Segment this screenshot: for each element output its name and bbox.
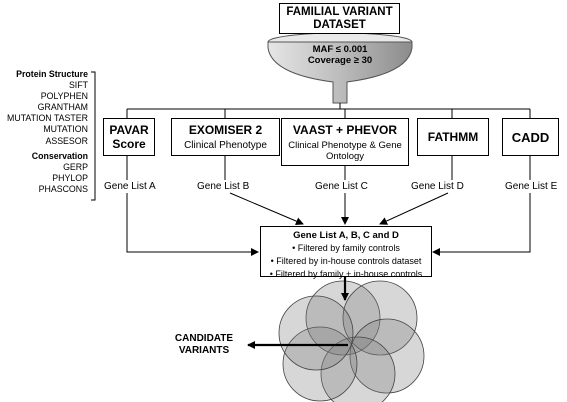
conservation-item: PHYLOP <box>52 172 88 183</box>
gene-list-summary-box: Gene List A, B, C and D • Filtered by fa… <box>260 226 432 279</box>
tool-connectors <box>126 156 531 180</box>
sidebar-bracket <box>91 71 96 201</box>
tool-box-fathmm: FATHMM <box>417 118 489 156</box>
conservation-item: PHASCONS <box>38 183 88 194</box>
summary-filter-item: • Filtered by family + in-house controls <box>269 269 423 279</box>
candidate-variants-label: CANDIDATE VARIANTS <box>164 333 244 357</box>
protein-item: SIFT <box>68 80 88 91</box>
tool-name: EXOMISER 2 <box>188 123 263 137</box>
protein-structure-heading: Protein Structure <box>16 69 88 79</box>
tool-box-cadd: CADD <box>502 118 559 156</box>
gene-list-label-a: Gene List A <box>104 181 156 192</box>
tool-box-vaast-phevor: VAAST + PHEVOR Clinical Phenotype & Gene… <box>281 118 409 166</box>
summary-filter-item: • Filtered by family controls <box>292 243 400 253</box>
protein-item: POLYPHEN <box>40 91 88 102</box>
tool-box-pavar: PAVAR Score <box>103 118 155 156</box>
protein-item: GRANTHAM <box>37 102 88 113</box>
sidebar-legend: Protein Structure SIFT POLYPHEN GRANTHAM… <box>0 69 88 195</box>
funnel-maf-label: MAF ≤ 0.001 <box>312 44 368 55</box>
gene-list-arrows <box>126 192 531 256</box>
tool-name: CADD <box>511 129 550 145</box>
tool-subtitle: Clinical Phenotype & Gene Ontology <box>288 139 402 162</box>
protein-item: MUTATION TASTER <box>7 113 88 124</box>
gene-list-label-b: Gene List B <box>197 181 250 192</box>
tool-name: VAAST + PHEVOR <box>292 122 398 137</box>
candidate-line1: CANDIDATE <box>174 333 234 344</box>
tool-subtitle: Clinical Phenotype <box>184 140 267 151</box>
gene-list-label-e: Gene List E <box>505 181 558 192</box>
gene-list-label-c: Gene List C <box>315 181 368 192</box>
summary-filter-text: Filtered by family controls <box>297 243 400 253</box>
candidate-line2: VARIANTS <box>178 345 230 356</box>
conservation-heading: Conservation <box>31 150 88 161</box>
tool-name: PAVAR <box>109 123 149 137</box>
funnel-label: MAF ≤ 0.001 Coverage ≥ 30 <box>290 44 390 66</box>
summary-filter-list: • Filtered by family controls • Filtered… <box>270 242 422 281</box>
tool-name-line2: Score <box>112 137 146 151</box>
funnel-coverage-label: Coverage ≥ 30 <box>307 55 373 66</box>
tool-box-exomiser: EXOMISER 2 Clinical Phenotype <box>171 118 280 156</box>
overlap-circles <box>278 280 425 402</box>
summary-filter-text: Filtered by in-house controls dataset <box>276 256 422 266</box>
conservation-item: GERP <box>63 161 88 172</box>
dataset-title-line1: FAMILIAL VARIANT <box>286 5 393 18</box>
familial-variant-dataset-box: FAMILIAL VARIANT DATASET <box>279 3 400 34</box>
distribution-lines <box>126 103 531 118</box>
gene-list-label-d: Gene List D <box>411 181 464 192</box>
dataset-title-line2: DATASET <box>313 18 366 31</box>
tool-name: FATHMM <box>427 130 479 144</box>
summary-filter-text: Filtered by family + in-house controls <box>275 269 423 279</box>
funnel-shape <box>267 32 413 104</box>
summary-filter-item: • Filtered by in-house controls dataset <box>270 256 422 266</box>
protein-item: MUTATION ASSESOR <box>43 124 88 146</box>
summary-title: Gene List A, B, C and D <box>293 230 399 241</box>
